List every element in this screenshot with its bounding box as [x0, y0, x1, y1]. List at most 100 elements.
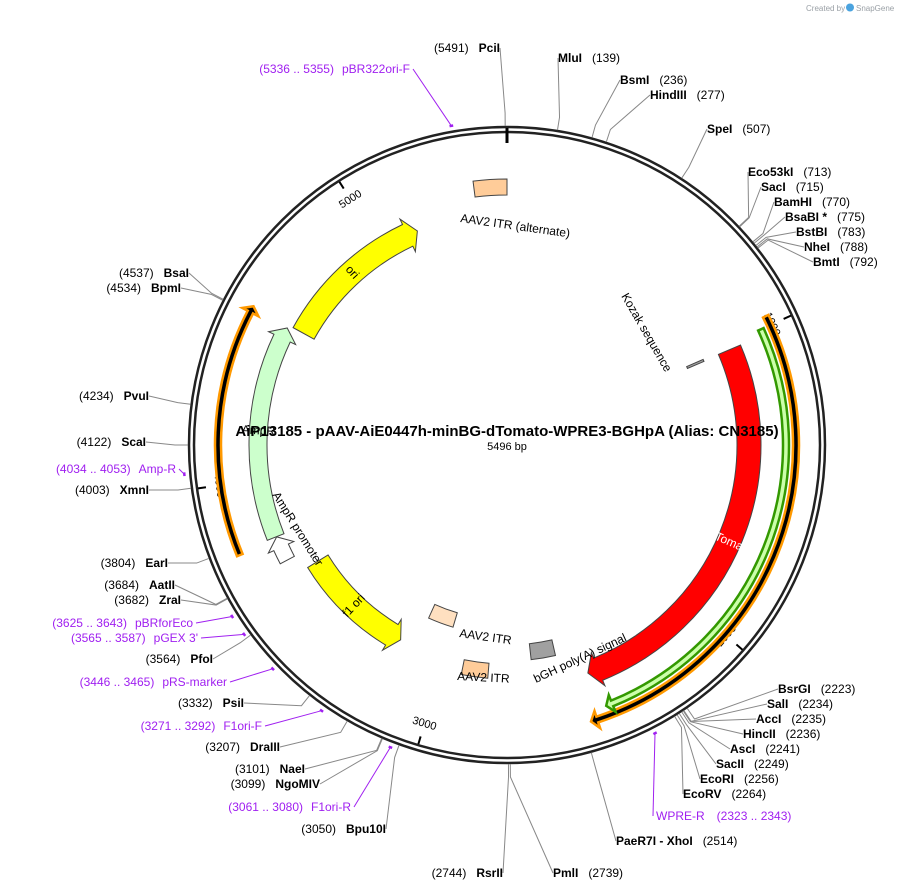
primer-label: (3271 .. 3292)F1ori-F — [141, 719, 262, 733]
site-label: (4537)BsaI — [119, 266, 189, 280]
tick-label: 3000 — [411, 715, 438, 733]
site-label: PmlI(2739) — [553, 866, 623, 880]
site-label: (3804)EarI — [101, 556, 168, 570]
primer-leader — [264, 710, 322, 727]
primer-f1ori-r[interactable]: (3061 .. 3080)F1ori-R — [228, 800, 351, 814]
site-leader — [180, 287, 223, 301]
site-leader — [145, 441, 188, 446]
primer-marks — [178, 68, 658, 817]
site-label: (3207)DraIII — [205, 740, 280, 754]
site-hincii[interactable]: HincII(2236) — [743, 727, 820, 741]
site-leader — [304, 738, 383, 770]
site-pfoi[interactable]: (3564)PfoI — [146, 652, 213, 666]
site-acci[interactable]: AccI(2235) — [756, 712, 826, 726]
site-bstbi[interactable]: BstBI(783) — [796, 225, 865, 239]
site-asci[interactable]: AscI(2241) — [730, 742, 800, 756]
feature-ampr-promoter — [267, 536, 296, 565]
primer-leader — [353, 747, 391, 808]
site-pmli[interactable]: PmlI(2739) — [553, 866, 623, 880]
site-leader — [682, 710, 744, 735]
feature-aav2-itr — [460, 659, 490, 679]
site-paer7i-xhoi[interactable]: PaeR7I - XhoI(2514) — [616, 834, 737, 848]
site-pvui[interactable]: (4234)PvuI — [79, 389, 149, 403]
site-xmni[interactable]: (4003)XmnI — [75, 483, 149, 497]
site-label: BmtI(792) — [813, 255, 878, 269]
site-sali[interactable]: SalI(2234) — [767, 697, 833, 711]
site-zrai[interactable]: (3682)ZraI — [114, 593, 181, 607]
site-bpu10i[interactable]: (3050)Bpu10I — [301, 822, 386, 836]
site-ngomiv[interactable]: (3099)NgoMIV — [231, 777, 320, 791]
site-saci[interactable]: SacI(715) — [761, 180, 824, 194]
site-spei[interactable]: SpeI(507) — [707, 122, 770, 136]
site-label: NheI(788) — [804, 240, 868, 254]
site-leader — [753, 216, 786, 244]
site-label: PaeR7I - XhoI(2514) — [616, 834, 737, 848]
site-leader — [243, 695, 310, 707]
site-label: HindIII(277) — [650, 88, 725, 102]
primer-amp-r[interactable]: (4034 .. 4053)Amp-R — [56, 462, 176, 476]
site-bsrgi[interactable]: BsrGI(2223) — [778, 682, 855, 696]
primer-pgex-3[interactable]: (3565 .. 3587)pGEX 3' — [71, 631, 198, 645]
site-leader — [756, 238, 805, 248]
site-label: (4234)PvuI — [79, 389, 149, 403]
site-eari[interactable]: (3804)EarI — [101, 556, 168, 570]
site-ecorv[interactable]: EcoRV(2264) — [683, 787, 766, 801]
site-leader — [676, 714, 701, 780]
site-bamhi[interactable]: BamHI(770) — [774, 195, 850, 209]
site-hindiii[interactable]: HindIII(277) — [650, 88, 725, 102]
site-bpmi[interactable]: (4534)BpmI — [106, 281, 181, 295]
site-bsmi[interactable]: BsmI(236) — [620, 73, 687, 87]
site-label: EcoRI(2256) — [700, 772, 779, 786]
site-leader — [590, 752, 617, 842]
tick-label: 5000 — [337, 188, 364, 211]
site-bsabi[interactable]: BsaBI *(775) — [785, 210, 865, 224]
site-leader — [212, 634, 252, 660]
snapgene-logo-icon — [846, 3, 854, 12]
feature-ampr — [248, 327, 297, 541]
site-pcii[interactable]: (5491)PciI — [434, 41, 500, 55]
primer-label: (3061 .. 3080)F1ori-R — [228, 800, 351, 814]
site-leader — [739, 186, 762, 228]
site-leader — [279, 720, 348, 748]
site-bsai[interactable]: (4537)BsaI — [119, 266, 189, 280]
site-aatii[interactable]: (3684)AatII — [104, 578, 175, 592]
site-leader — [757, 239, 814, 263]
primer-f1ori-f[interactable]: (3271 .. 3292)F1ori-F — [141, 719, 262, 733]
site-eco53ki[interactable]: Eco53kI(713) — [748, 165, 831, 179]
site-ecori[interactable]: EcoRI(2256) — [700, 772, 779, 786]
primer-wpre-r[interactable]: WPRE-R(2323 .. 2343) — [656, 809, 791, 823]
outer-arc — [604, 326, 791, 715]
site-label: (5491)PciI — [434, 41, 500, 55]
site-bmti[interactable]: BmtI(792) — [813, 255, 878, 269]
site-label: AscI(2241) — [730, 742, 800, 756]
site-psii[interactable]: (3332)PsiI — [178, 696, 244, 710]
site-leader — [678, 713, 717, 765]
site-naei[interactable]: (3101)NaeI — [235, 762, 305, 776]
site-label: Eco53kI(713) — [748, 165, 831, 179]
site-mlui[interactable]: MluI(139) — [558, 51, 620, 65]
primer-pbr322ori-f[interactable]: (5336 .. 5355)pBR322ori-F — [259, 62, 410, 76]
site-label: (3050)Bpu10I — [301, 822, 386, 836]
site-label: (2744)RsrII — [432, 866, 503, 880]
site-leader — [681, 128, 708, 179]
site-label: MluI(139) — [558, 51, 620, 65]
site-scai[interactable]: (4122)ScaI — [77, 435, 146, 449]
outer-arc — [213, 304, 262, 558]
site-label: SalI(2234) — [767, 697, 833, 711]
primer-prs-marker[interactable]: (3446 .. 3465)pRS-marker — [80, 675, 227, 689]
site-sacii[interactable]: SacII(2249) — [716, 757, 789, 771]
site-label: HincII(2236) — [743, 727, 820, 741]
primer-mark — [242, 632, 247, 637]
feature-label-aav2-itr-alternate: AAV2 ITR (alternate) — [460, 211, 571, 240]
tick-mark — [417, 736, 422, 745]
primer-pbrforeco[interactable]: (3625 .. 3643)pBRforEco — [52, 616, 193, 630]
primer-leader — [195, 616, 233, 624]
site-label: (3099)NgoMIV — [231, 777, 320, 791]
site-label: (4003)XmnI — [75, 483, 149, 497]
site-leader — [499, 47, 506, 127]
site-draiii[interactable]: (3207)DraIII — [205, 740, 280, 754]
site-rsrii[interactable]: (2744)RsrII — [432, 866, 503, 880]
site-nhei[interactable]: NheI(788) — [804, 240, 868, 254]
site-leader — [686, 688, 779, 720]
